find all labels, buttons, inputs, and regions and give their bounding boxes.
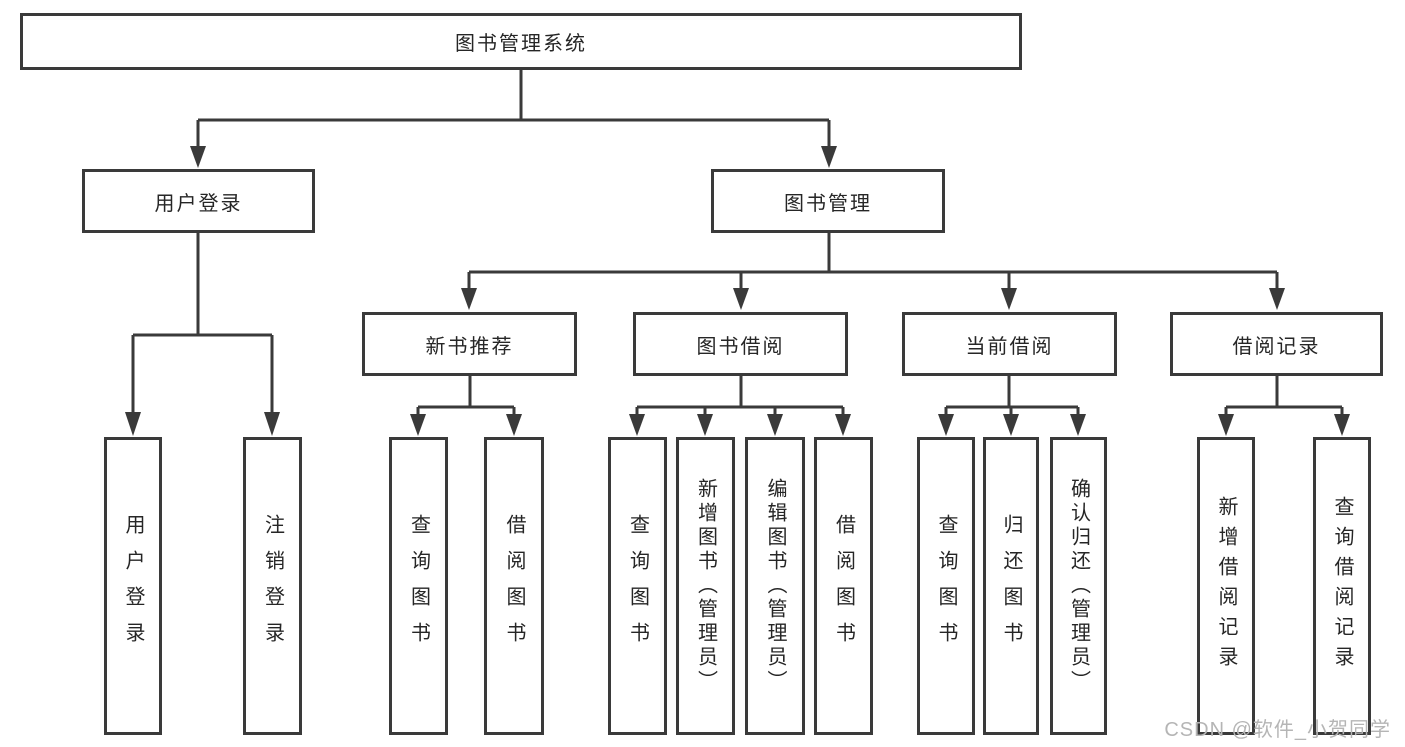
leaf-borrow-add: 新增图书（管理员） [676, 437, 735, 735]
csdn-watermark: CSDN @软件_小贺同学 [1164, 719, 1391, 741]
node-new-books-label: 新书推荐 [425, 335, 514, 358]
connector-root-split [190, 70, 837, 168]
node-borrow-records-label: 借阅记录 [1232, 335, 1321, 358]
node-book-borrow-label: 图书借阅 [696, 335, 785, 358]
leaf-borrow-edit: 编辑图书（管理员） [745, 437, 805, 735]
leaf-current-return: 归还图书 [983, 437, 1039, 735]
node-book-mgmt-label: 图书管理 [784, 192, 872, 215]
node-book-borrow: 图书借阅 [633, 312, 848, 376]
leaf-current-query-label: 查询图书 [935, 514, 957, 658]
node-user-login: 用户登录 [82, 169, 315, 233]
leaf-records-query: 查询借阅记录 [1313, 437, 1371, 735]
leaf-records-add: 新增借阅记录 [1197, 437, 1255, 735]
leaf-borrow-add-label: 新增图书（管理员） [694, 478, 717, 694]
leaf-borrow-edit-label: 编辑图书（管理员） [764, 478, 786, 694]
leaf-borrow-borrow: 借阅图书 [814, 437, 873, 735]
leaf-user-login: 用户登录 [104, 437, 162, 735]
leaf-newbooks-borrow-label: 借阅图书 [503, 514, 525, 658]
node-user-login-label: 用户登录 [154, 192, 243, 215]
node-book-mgmt: 图书管理 [711, 169, 945, 233]
node-current-borrow: 当前借阅 [902, 312, 1117, 376]
connector-current-borrow-split [938, 376, 1086, 436]
leaf-current-return-label: 归还图书 [1000, 514, 1022, 658]
leaf-current-confirm-label: 确认归还（管理员） [1067, 478, 1090, 694]
connector-book-mgmt-split [461, 233, 1285, 310]
leaf-logout: 注销登录 [243, 437, 302, 735]
connector-book-borrow-split [629, 376, 851, 436]
leaf-borrow-query: 查询图书 [608, 437, 667, 735]
leaf-current-query: 查询图书 [917, 437, 975, 735]
leaf-borrow-borrow-label: 借阅图书 [832, 514, 855, 658]
leaf-current-confirm: 确认归还（管理员） [1050, 437, 1107, 735]
leaf-logout-label: 注销登录 [261, 514, 284, 658]
node-new-books: 新书推荐 [362, 312, 577, 376]
node-root: 图书管理系统 [20, 13, 1022, 70]
node-borrow-records: 借阅记录 [1170, 312, 1383, 376]
node-current-borrow-label: 当前借阅 [965, 335, 1054, 358]
node-root-label: 图书管理系统 [455, 33, 587, 55]
connector-borrow-records-split [1218, 376, 1350, 436]
leaf-newbooks-borrow: 借阅图书 [484, 437, 544, 735]
leaf-borrow-query-label: 查询图书 [626, 514, 649, 658]
leaf-records-add-label: 新增借阅记录 [1215, 496, 1237, 676]
leaf-records-query-label: 查询借阅记录 [1331, 496, 1353, 676]
leaf-newbooks-query: 查询图书 [389, 437, 448, 735]
connector-user-login-split [125, 233, 280, 436]
leaf-user-login-label: 用户登录 [122, 514, 144, 658]
connector-new-books-split [410, 376, 522, 436]
leaf-newbooks-query-label: 查询图书 [407, 514, 430, 658]
